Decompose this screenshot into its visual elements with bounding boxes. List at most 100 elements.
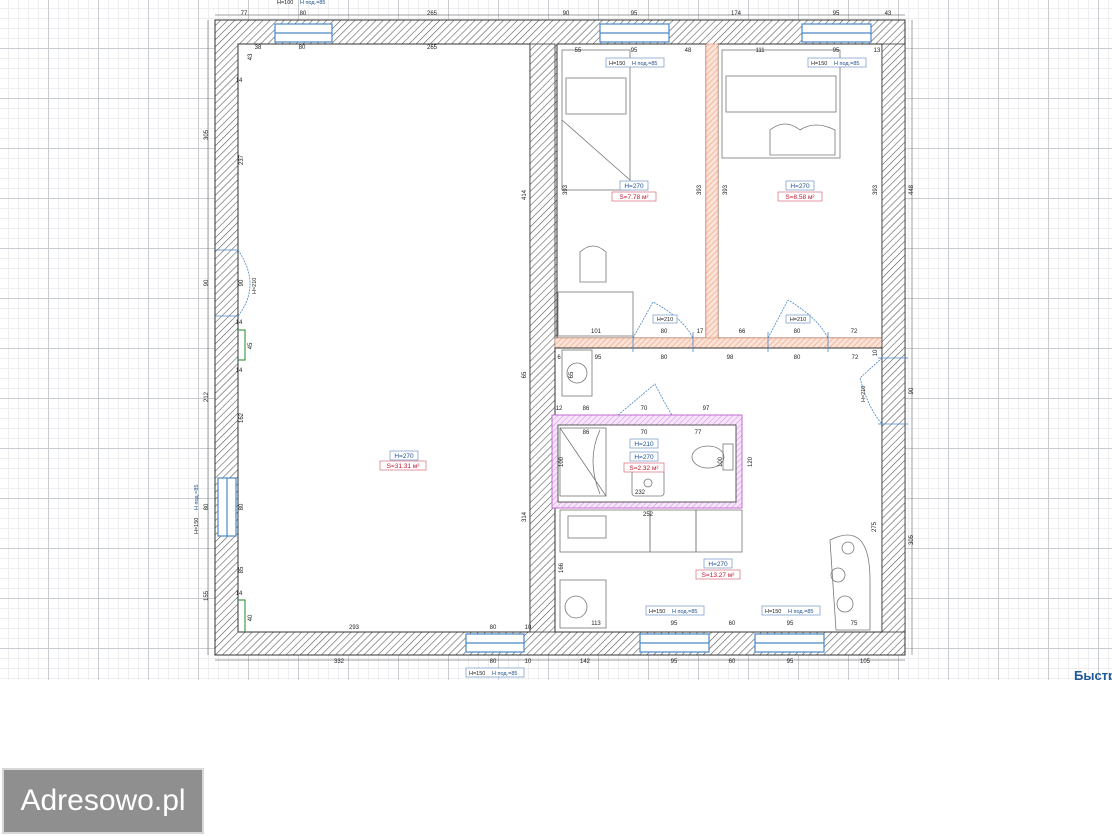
svg-text:80: 80 bbox=[204, 503, 210, 510]
svg-text:72: 72 bbox=[852, 355, 859, 361]
svg-text:448: 448 bbox=[909, 184, 915, 195]
quick-link[interactable]: Быстр bbox=[1074, 668, 1112, 680]
svg-text:393: 393 bbox=[697, 184, 703, 195]
svg-text:80: 80 bbox=[794, 329, 801, 335]
svg-text:H=150: H=150 bbox=[765, 609, 781, 615]
svg-text:38: 38 bbox=[255, 45, 262, 51]
svg-text:393: 393 bbox=[873, 184, 879, 195]
bed-icon bbox=[721, 49, 841, 159]
table-icon bbox=[829, 534, 871, 631]
window-icon bbox=[599, 23, 670, 43]
svg-text:293: 293 bbox=[349, 625, 360, 631]
shower-icon bbox=[559, 427, 607, 497]
svg-text:43: 43 bbox=[248, 53, 254, 60]
svg-text:95: 95 bbox=[631, 11, 638, 17]
svg-text:265: 265 bbox=[427, 11, 438, 17]
table-icon bbox=[557, 291, 634, 337]
svg-text:S=31.31 м²: S=31.31 м² bbox=[387, 463, 421, 470]
svg-text:80: 80 bbox=[299, 45, 306, 51]
floor-plan: H=270 S=31.31 м² H=270 S=7.78 м² H=270 S… bbox=[194, 0, 915, 678]
svg-text:12: 12 bbox=[556, 406, 563, 412]
svg-text:314: 314 bbox=[522, 511, 528, 522]
bed-icon bbox=[561, 49, 631, 191]
svg-text:13: 13 bbox=[874, 48, 881, 54]
svg-text:14: 14 bbox=[236, 320, 243, 326]
door-icon bbox=[859, 357, 908, 425]
window-icon bbox=[465, 633, 525, 653]
svg-text:H=150: H=150 bbox=[469, 671, 485, 677]
svg-text:98: 98 bbox=[727, 355, 734, 361]
svg-text:H=210: H=210 bbox=[252, 278, 258, 294]
svg-text:86: 86 bbox=[583, 406, 590, 412]
svg-text:70: 70 bbox=[641, 406, 648, 412]
svg-text:H под.=85: H под.=85 bbox=[834, 61, 859, 67]
svg-text:95: 95 bbox=[787, 659, 794, 665]
svg-text:75: 75 bbox=[851, 621, 858, 627]
svg-text:100: 100 bbox=[559, 456, 565, 467]
svg-text:72: 72 bbox=[851, 329, 858, 335]
svg-text:H=150: H=150 bbox=[649, 609, 665, 615]
washing-machine-icon bbox=[561, 349, 593, 397]
svg-text:113: 113 bbox=[591, 621, 601, 627]
svg-text:80: 80 bbox=[794, 355, 801, 361]
svg-text:166: 166 bbox=[559, 562, 565, 573]
svg-text:H=270: H=270 bbox=[624, 183, 644, 190]
svg-text:305: 305 bbox=[909, 534, 915, 545]
svg-text:95: 95 bbox=[595, 355, 602, 361]
svg-text:H=270: H=270 bbox=[634, 454, 654, 461]
svg-text:265: 265 bbox=[427, 45, 438, 51]
svg-text:60: 60 bbox=[729, 659, 736, 665]
room-label-bedroom1: H=270 S=7.78 м² bbox=[611, 180, 657, 202]
svg-text:H под.=85: H под.=85 bbox=[632, 61, 657, 67]
svg-text:332: 332 bbox=[334, 659, 345, 665]
svg-text:S=7.78 м²: S=7.78 м² bbox=[619, 194, 649, 201]
svg-text:H под.=85: H под.=85 bbox=[300, 0, 325, 6]
svg-text:H=150: H=150 bbox=[811, 61, 827, 67]
window-icon bbox=[274, 23, 333, 43]
svg-text:60: 60 bbox=[729, 621, 736, 627]
stove-icon bbox=[559, 509, 743, 553]
svg-text:H=270: H=270 bbox=[708, 561, 728, 568]
svg-text:95: 95 bbox=[833, 48, 840, 54]
room-label-bathroom: H=210 H=270 S=2.32 м² bbox=[623, 438, 665, 473]
window-icon bbox=[639, 633, 710, 653]
svg-text:85: 85 bbox=[239, 566, 245, 573]
door-icon bbox=[215, 249, 251, 317]
site-logo[interactable]: Adresowo.pl bbox=[2, 768, 204, 834]
svg-text:80: 80 bbox=[661, 329, 668, 335]
svg-text:H=150: H=150 bbox=[194, 518, 200, 534]
svg-text:95: 95 bbox=[631, 48, 638, 54]
svg-text:111: 111 bbox=[755, 48, 765, 54]
svg-text:H=270: H=270 bbox=[790, 183, 810, 190]
svg-text:212: 212 bbox=[204, 391, 210, 402]
windows bbox=[217, 23, 872, 653]
svg-text:90: 90 bbox=[563, 11, 570, 17]
svg-text:H=150: H=150 bbox=[609, 61, 625, 67]
svg-text:H под.=85: H под.=85 bbox=[194, 485, 200, 510]
svg-text:65: 65 bbox=[569, 371, 575, 378]
toilet-icon bbox=[691, 443, 734, 471]
svg-text:45: 45 bbox=[248, 342, 254, 349]
floor-plan-canvas[interactable]: H=270 S=31.31 м² H=270 S=7.78 м² H=270 S… bbox=[0, 0, 1112, 680]
svg-text:40: 40 bbox=[248, 614, 254, 621]
logo-text: Adresowo.pl bbox=[20, 784, 186, 817]
svg-text:S=13.27 м²: S=13.27 м² bbox=[702, 572, 736, 579]
svg-text:162: 162 bbox=[239, 412, 245, 423]
svg-text:H=210: H=210 bbox=[634, 441, 654, 448]
svg-text:14: 14 bbox=[236, 78, 243, 84]
svg-text:S=2.32 м²: S=2.32 м² bbox=[629, 465, 659, 472]
room-label-kitchen: H=270 S=13.27 м² bbox=[695, 558, 741, 580]
svg-text:H=210: H=210 bbox=[861, 386, 867, 402]
svg-text:H=210: H=210 bbox=[657, 317, 673, 323]
opening-labels: H=100 H под.=85 H=150 H под.=85 H=150 H … bbox=[194, 0, 867, 678]
svg-text:101: 101 bbox=[591, 329, 602, 335]
furniture bbox=[557, 49, 871, 631]
svg-text:90: 90 bbox=[204, 279, 210, 286]
svg-text:95: 95 bbox=[787, 621, 794, 627]
svg-text:6: 6 bbox=[557, 355, 561, 361]
svg-text:14: 14 bbox=[236, 591, 243, 597]
svg-text:H под.=85: H под.=85 bbox=[788, 609, 813, 615]
svg-text:252: 252 bbox=[643, 512, 654, 518]
svg-text:80: 80 bbox=[239, 503, 245, 510]
svg-text:H под.=85: H под.=85 bbox=[492, 671, 517, 677]
